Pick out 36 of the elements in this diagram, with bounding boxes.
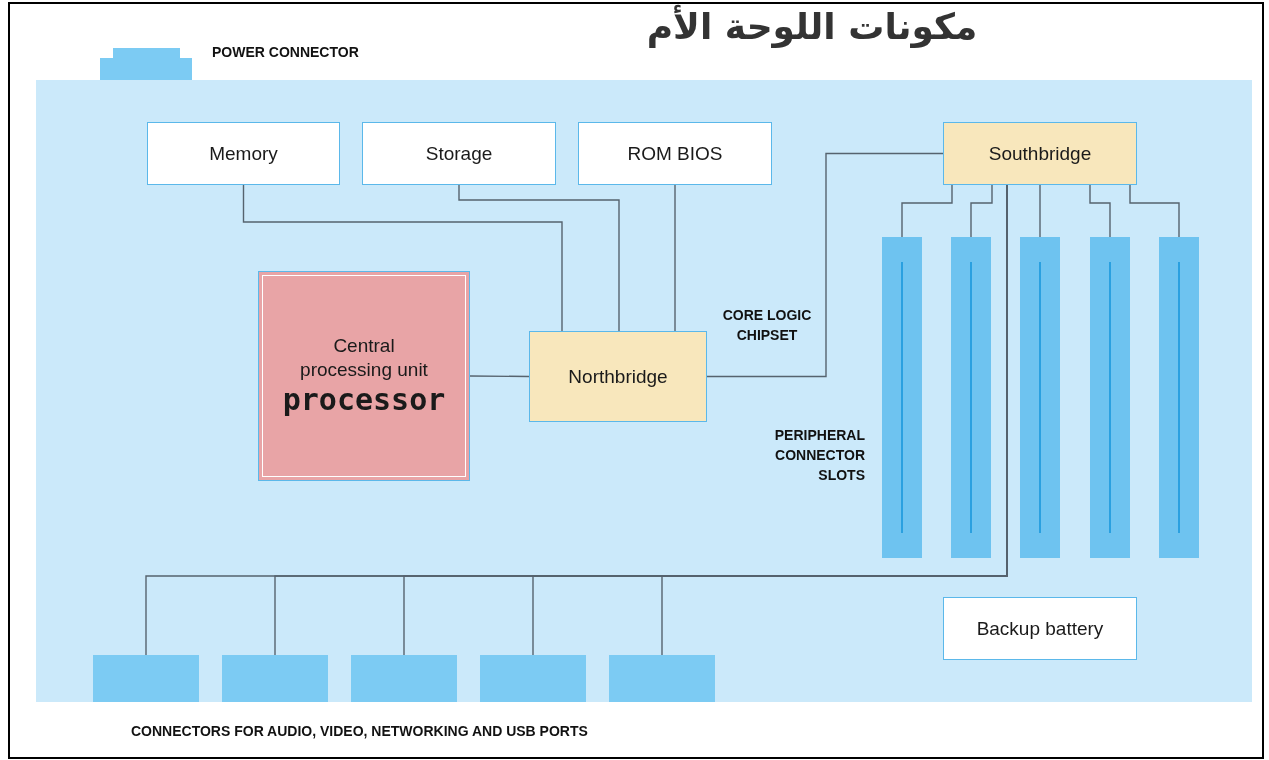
processor-label: processor [282, 382, 446, 418]
connector-line [1039, 184, 1041, 238]
component-box: Backup battery [943, 597, 1137, 660]
title: مكونات اللوحة الأم [645, 4, 979, 50]
power-connector [100, 48, 192, 80]
port-connector [222, 655, 328, 702]
connector-line [469, 375, 530, 378]
connector-line [901, 184, 953, 238]
port-connector [351, 655, 457, 702]
expansion-slot [1020, 237, 1060, 558]
component-box: ROM BIOS [578, 122, 772, 185]
processor-box [258, 271, 470, 481]
component-box: Memory [147, 122, 340, 185]
connector-line [1129, 184, 1180, 238]
expansion-slot [1159, 237, 1199, 558]
port-connector [93, 655, 199, 702]
port-connector [609, 655, 715, 702]
connector-line [706, 152, 944, 378]
expansion-slot [882, 237, 922, 558]
connector-label: POWER CONNECTOR [212, 43, 359, 62]
connector-line [242, 184, 563, 332]
chip-box: Northbridge [529, 331, 707, 422]
chip-box: Southbridge [943, 122, 1137, 185]
box-label: Central processing unit [299, 334, 429, 382]
board [36, 80, 1252, 702]
port-connector [480, 655, 586, 702]
expansion-slot [951, 237, 991, 558]
connector-line [458, 184, 620, 332]
connector-line [674, 184, 676, 332]
label: PERIPHERAL CONNECTOR SLOTS [773, 426, 865, 485]
connector-line [970, 184, 993, 238]
component-box: Storage [362, 122, 556, 185]
connector-line [1089, 184, 1111, 238]
label: CORE LOGIC CHIPSET [722, 306, 812, 345]
label: CONNECTORS FOR AUDIO, VIDEO, NETWORKING AND USB PORTS [131, 722, 588, 741]
expansion-slot [1090, 237, 1130, 558]
